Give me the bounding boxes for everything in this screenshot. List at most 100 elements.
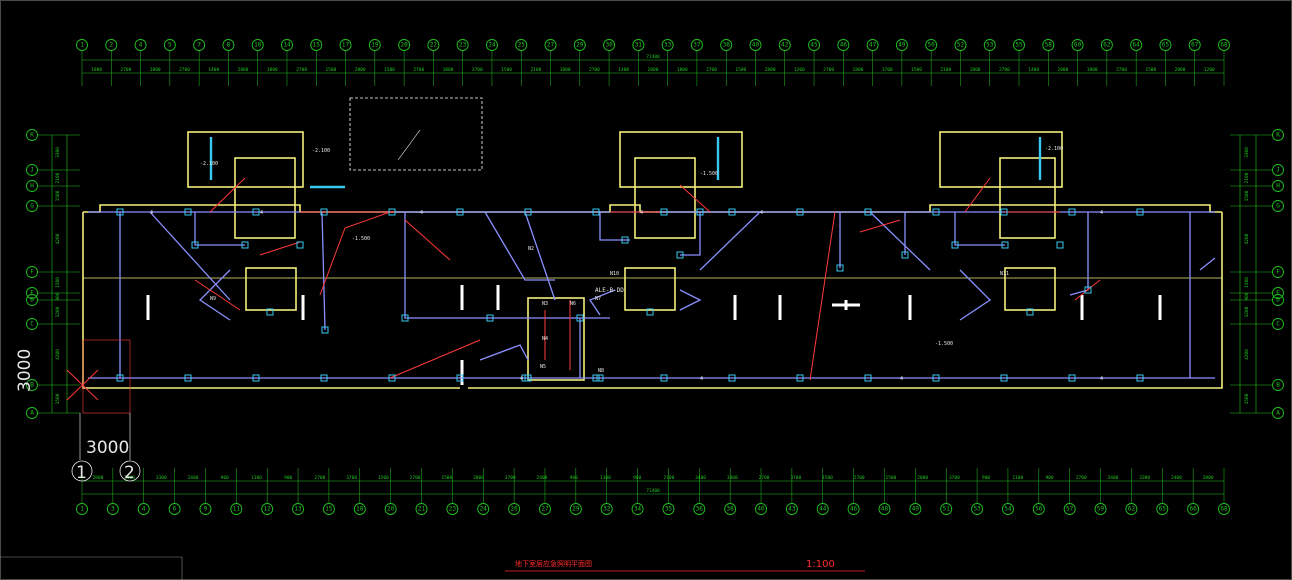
bottom-48-label: 48 <box>881 506 889 513</box>
annotation-text: -1.500 <box>352 236 370 242</box>
top-60: 60 <box>1071 39 1084 51</box>
dimension-value: 2100 <box>1244 172 1250 183</box>
emergency-light-fixture <box>901 251 909 259</box>
dimension-value: 1800 <box>560 67 571 73</box>
bottom-59-label: 59 <box>1097 506 1105 513</box>
panel-label: ALE-B-DD <box>595 287 624 294</box>
dashed-region <box>349 97 483 171</box>
bottom-23: 23 <box>446 503 459 515</box>
dimension-value: 1800 <box>443 67 454 73</box>
dimension-value: 3700 <box>790 475 801 481</box>
dimension-value: 2700 <box>999 67 1010 73</box>
dimension-value: 1500 <box>501 67 512 73</box>
annotation-text: N3 <box>542 301 548 307</box>
top-50-label: 50 <box>928 42 936 49</box>
emergency-light-fixture <box>241 241 249 249</box>
top-8: 8 <box>222 39 235 51</box>
emergency-light-fixture <box>696 208 704 216</box>
annotation-text: N9 <box>210 296 216 302</box>
bottom-46: 46 <box>847 503 860 515</box>
top-55: 55 <box>1013 39 1025 51</box>
emergency-light-fixture <box>521 374 529 382</box>
top-17-label: 17 <box>342 42 350 49</box>
dimension-value: 1500 <box>384 67 395 73</box>
emergency-light-fixture <box>401 314 409 322</box>
bottom-59: 59 <box>1094 503 1107 515</box>
emergency-light-fixture <box>252 374 260 382</box>
top-40: 40 <box>749 39 762 51</box>
top-31: 31 <box>632 39 645 51</box>
dimension-value: 2800 <box>917 475 928 481</box>
right-J: J <box>1272 164 1284 176</box>
dimension-value: 1500 <box>1244 393 1250 404</box>
top-23-label: 23 <box>459 42 467 49</box>
emergency-light-fixture <box>796 374 804 382</box>
dimension-value: 1500 <box>1244 190 1250 201</box>
bottom-32: 32 <box>600 503 613 515</box>
dimension-value: 3300 <box>156 475 167 481</box>
annotation-text: -1.500 <box>935 341 953 347</box>
dimension-value: 2700 <box>706 67 717 73</box>
bottom-40: 40 <box>755 503 767 515</box>
grid-marker: 3000 3000 1 2 <box>15 339 141 483</box>
top-53-label: 53 <box>986 42 994 49</box>
left-C-label: C <box>30 321 34 328</box>
top-1: 1 <box>76 39 88 51</box>
dimension-value: 2800 <box>765 67 776 73</box>
red-wiring <box>194 177 1101 381</box>
bottom-56: 56 <box>1032 503 1045 515</box>
drawing-title: 地下室层应急照明平面图 <box>515 559 592 568</box>
emergency-light-fixture <box>1056 241 1064 249</box>
bottom-35-label: 35 <box>665 506 673 513</box>
emergency-light-fixture <box>1136 208 1144 216</box>
emergency-light-fixture <box>728 374 736 382</box>
top-45: 45 <box>808 39 821 51</box>
dimension-value: 1500 <box>885 475 896 481</box>
top-5: 5 <box>163 39 176 51</box>
top-49: 49 <box>895 39 908 51</box>
top-22-label: 22 <box>430 42 438 49</box>
right-J-label: J <box>1276 167 1280 174</box>
top-64-label: 64 <box>1133 42 1141 49</box>
dimension-value: 3700 <box>949 475 960 481</box>
dimension-value: 2700 <box>413 67 424 73</box>
left-G: G <box>26 200 38 212</box>
dimension-value: 1800 <box>91 67 102 73</box>
bottom-3: 3 <box>106 503 119 515</box>
left-D-label: D <box>30 297 34 304</box>
bottom-15: 15 <box>322 503 335 515</box>
right-C: C <box>1272 318 1284 330</box>
top-52: 52 <box>954 39 967 51</box>
dimension-value: 2700 <box>663 475 674 481</box>
dimension-value: 1500 <box>325 67 336 73</box>
right-G-label: G <box>1276 203 1280 210</box>
top-68: 68 <box>1218 39 1230 51</box>
emergency-light-fixture <box>932 208 940 216</box>
dimension-value: 1200 <box>794 67 805 73</box>
dimension-value: 900 <box>1244 292 1250 300</box>
left-C: C <box>26 318 38 330</box>
bottom-46-label: 46 <box>850 506 858 513</box>
top-24: 24 <box>485 39 498 51</box>
top-46: 46 <box>837 39 850 51</box>
bottom-21-label: 21 <box>418 506 426 513</box>
top-47: 47 <box>866 39 879 51</box>
bottom-54: 54 <box>1001 503 1014 515</box>
right-E-label: E <box>1276 290 1280 297</box>
bottom-51-label: 51 <box>943 506 951 513</box>
dimension-value: 1500 <box>55 393 61 404</box>
dimension-value: 1800 <box>853 67 864 73</box>
bottom-26: 26 <box>508 503 521 515</box>
top-17: 17 <box>339 39 352 51</box>
top-15: 15 <box>310 39 323 51</box>
top-47-label: 47 <box>869 42 877 49</box>
bottom-66-label: 66 <box>1190 506 1198 513</box>
bottom-36-label: 36 <box>696 506 704 513</box>
bottom-9: 9 <box>199 503 212 515</box>
top-10-label: 10 <box>254 42 262 49</box>
top-2: 2 <box>105 39 118 51</box>
dimension-value: 900 <box>570 475 578 481</box>
annotation-text: N10 <box>610 271 619 277</box>
